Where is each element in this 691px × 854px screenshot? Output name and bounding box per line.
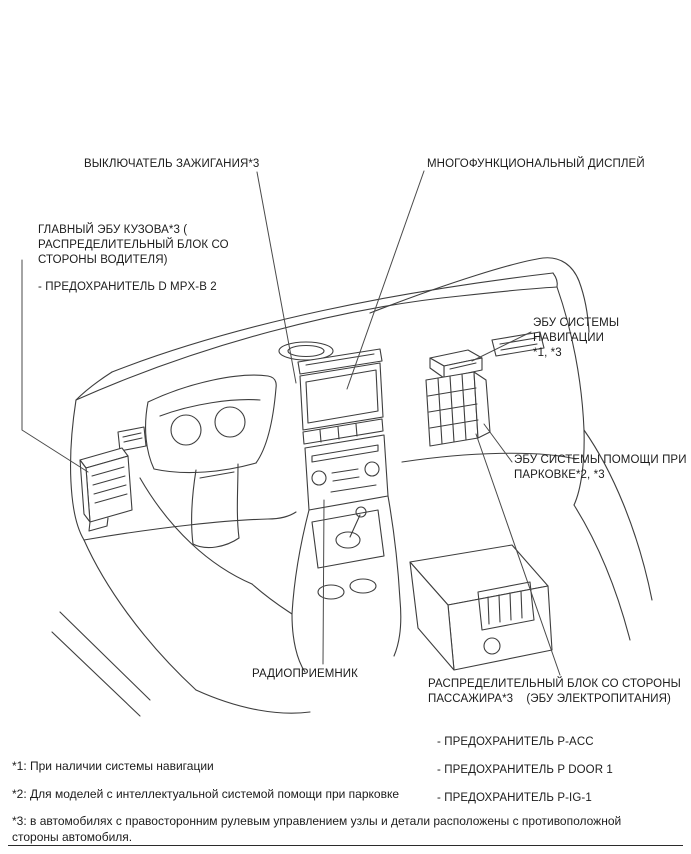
steering-column — [191, 463, 240, 549]
leader-passenger-junction-block — [475, 433, 561, 676]
callout-ignition-switch: ВЫКЛЮЧАТЕЛЬ ЗАЖИГАНИЯ*3 — [84, 158, 260, 170]
leader-main-body-ecu — [21, 259, 89, 473]
leader-radio — [322, 499, 325, 665]
driver-junction-block — [79, 447, 133, 532]
leader-parking-assist-ecu — [483, 423, 513, 463]
leader-ignition-switch — [256, 171, 297, 384]
floor-and-sill — [51, 429, 653, 717]
footnote-3: *3: в автомобилях с правосторонним рулев… — [12, 814, 622, 844]
navigation-ecu-box — [429, 349, 483, 379]
fuse-item-p-ig-1: - ПРЕДОХРАНИТЕЛЬ P-IG-1 — [437, 792, 592, 804]
leader-lines — [21, 170, 561, 676]
dash-outline — [70, 257, 590, 541]
passenger-junction-block-box — [425, 371, 491, 447]
callout-parking-assist-ecu: ЭБУ СИСТЕМЫ ПОМОЩИ ПРИ ПАРКОВКЕ*2, *3 — [514, 454, 687, 482]
center-stack — [297, 348, 389, 511]
leader-navigation-ecu — [471, 331, 532, 362]
footnote-2: *2: Для моделей с интеллектуальной систе… — [12, 787, 399, 801]
callout-main-body-ecu: ГЛАВНЫЙ ЭБУ КУЗОВА*3 ( РАСПРЕДЕЛИТЕЛЬНЫЙ… — [38, 224, 229, 267]
callout-main-body-ecu-fuse: - ПРЕДОХРАНИТЕЛЬ D MPX-B 2 — [38, 281, 217, 293]
leader-multifunction-display — [346, 170, 425, 390]
fuse-item-p-door-1: - ПРЕДОХРАНИТЕЛЬ P DOOR 1 — [437, 764, 613, 776]
callout-passenger-junction-block: РАСПРЕДЕЛИТЕЛЬНЫЙ БЛОК СО СТОРОНЫ ПАССАЖ… — [428, 678, 681, 706]
fuse-item-p-acc: - ПРЕДОХРАНИТЕЛЬ P-ACC — [437, 736, 594, 748]
center-console-shifter — [291, 495, 402, 673]
rear-console — [409, 544, 553, 671]
instrument-cluster — [117, 374, 277, 474]
footnote-1: *1: При наличии системы навигации — [12, 759, 214, 773]
bottom-divider — [8, 845, 683, 846]
callout-radio: РАДИОПРИЕМНИК — [252, 668, 358, 680]
callout-navigation-ecu: ЭБУ СИСТЕМЫ НАВИГАЦИИ *1, *3 — [533, 317, 620, 360]
callout-multifunction-display: МНОГОФУНКЦИОНАЛЬНЫЙ ДИСПЛЕЙ — [427, 158, 645, 170]
